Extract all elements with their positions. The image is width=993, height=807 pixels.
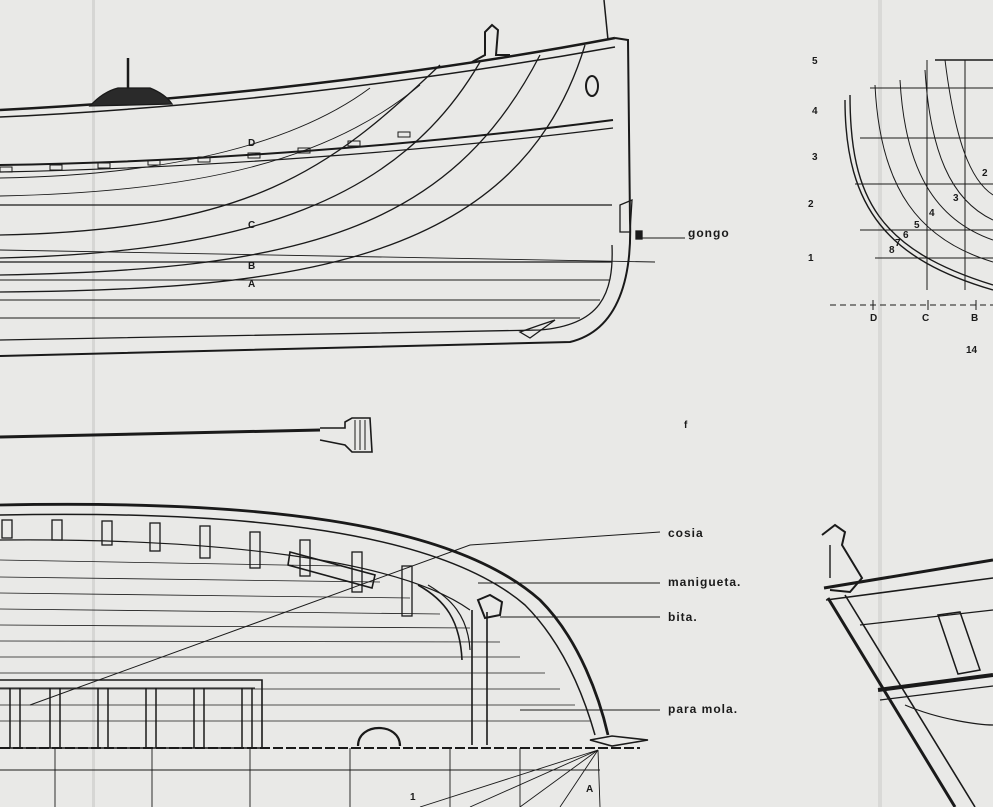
plan-letter: A <box>586 784 594 795</box>
body-plan-letter: B <box>971 313 979 324</box>
body-plan <box>830 59 993 310</box>
oar <box>0 417 373 453</box>
callout-manigueta: manigueta. <box>668 575 742 589</box>
paper-fold <box>878 0 882 807</box>
paper-fold <box>92 0 95 807</box>
stray-mark: f <box>684 420 688 431</box>
height-label: 2 <box>808 199 814 210</box>
callout-paramola: para mola. <box>668 702 739 716</box>
section-number: 2 <box>982 168 988 179</box>
plan-view <box>0 502 661 807</box>
plan-number: 1 <box>410 792 416 803</box>
profile-letter-b: B <box>248 261 256 272</box>
height-label: 4 <box>812 106 818 117</box>
section-number: 4 <box>929 208 935 219</box>
profile-letter-a: A <box>248 279 256 290</box>
section-number: 3 <box>953 193 959 204</box>
body-plan-letter: C <box>922 313 930 324</box>
callout-bita: bita. <box>668 610 698 624</box>
side-profile <box>0 0 685 357</box>
section-number: 5 <box>914 220 920 231</box>
callout-cosia: cosia <box>668 526 704 540</box>
bow-detail <box>821 523 993 807</box>
profile-letter-c: C <box>248 220 256 231</box>
section-number: 7 <box>895 238 901 249</box>
height-label: 3 <box>812 152 818 163</box>
body-plan-letter: D <box>870 313 878 324</box>
section-number: 8 <box>889 245 895 256</box>
station-number: 14 <box>966 345 978 356</box>
profile-letter-d: D <box>248 138 256 149</box>
height-label: 5 <box>812 56 818 67</box>
section-number: 6 <box>903 230 909 241</box>
callout-gongo: gongo <box>688 226 730 240</box>
height-label: 1 <box>808 253 814 264</box>
